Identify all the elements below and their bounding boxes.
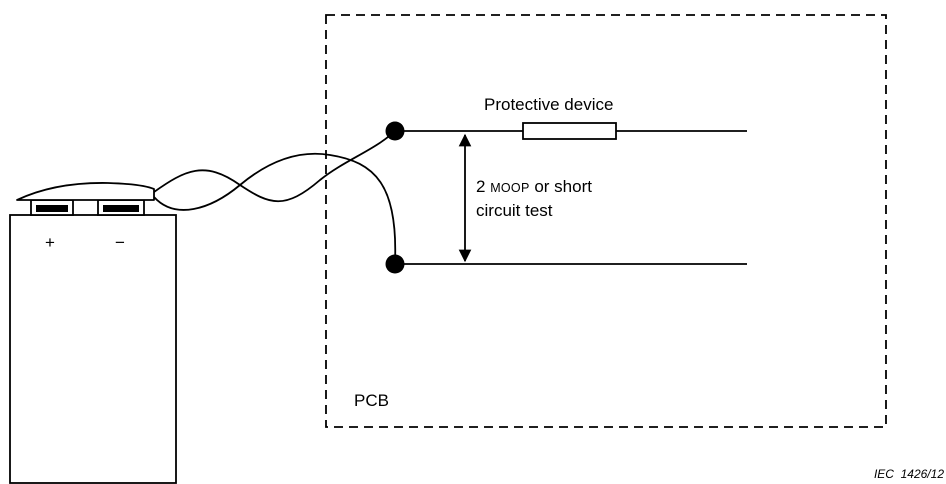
test-label-rest: or short xyxy=(530,177,593,196)
battery-connector-cap xyxy=(16,182,155,201)
lead-wire-lower xyxy=(153,152,397,263)
lower-node xyxy=(385,254,405,274)
protective-device-symbol xyxy=(522,122,617,140)
battery-body xyxy=(9,214,177,484)
test-label-moop: MOOP xyxy=(490,181,529,195)
upper-node xyxy=(385,121,405,141)
lead-wire-upper xyxy=(153,130,396,203)
test-label-line2: circuit test xyxy=(476,201,553,220)
battery-terminal-plus-cap xyxy=(36,205,68,212)
figure-reference: IEC 1426/12 xyxy=(874,467,944,481)
pcb-boundary xyxy=(325,14,887,428)
battery-terminal-minus-cap xyxy=(103,205,139,212)
test-label-number: 2 xyxy=(476,177,490,196)
battery-minus-label: − xyxy=(115,233,125,252)
pcb-label: PCB xyxy=(354,391,389,410)
test-label-line1: 2 MOOP or short xyxy=(476,177,592,196)
battery-plus-label: + xyxy=(45,233,55,252)
protective-device-label: Protective device xyxy=(484,95,613,114)
